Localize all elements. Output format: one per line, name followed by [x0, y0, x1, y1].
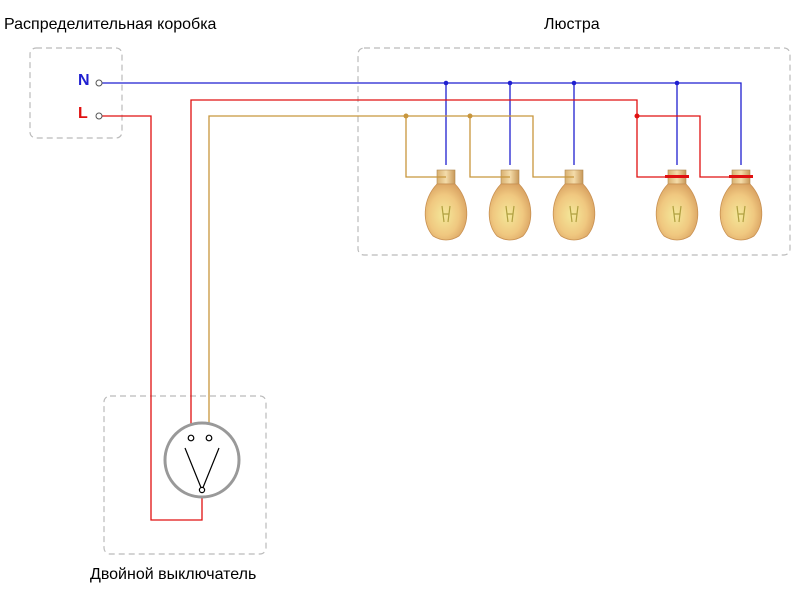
bulb-1: [424, 169, 468, 241]
bulb-2: [488, 169, 532, 241]
chandelier-box: [357, 47, 791, 256]
junction-box: [29, 47, 123, 139]
switched-line-orange: [208, 113, 574, 438]
chandelier-title: Люстра: [544, 16, 600, 33]
switch-title: Двойной выключатель: [90, 566, 257, 583]
bulb-5: [719, 169, 763, 241]
bulb-3: [552, 169, 596, 241]
live-wire: [101, 115, 203, 521]
terminal-n-label: N: [78, 72, 90, 89]
switch-box: [103, 395, 267, 555]
bulb-4: [655, 169, 699, 241]
switched-line-red: [190, 99, 753, 438]
terminal-l-label: L: [78, 105, 88, 122]
double-switch-symbol: [163, 421, 241, 499]
neutral-wire: [101, 80, 742, 165]
terminal-l-point: [95, 112, 103, 120]
terminal-n-point: [95, 79, 103, 87]
junction-box-title: Распределительная коробка: [4, 16, 217, 33]
